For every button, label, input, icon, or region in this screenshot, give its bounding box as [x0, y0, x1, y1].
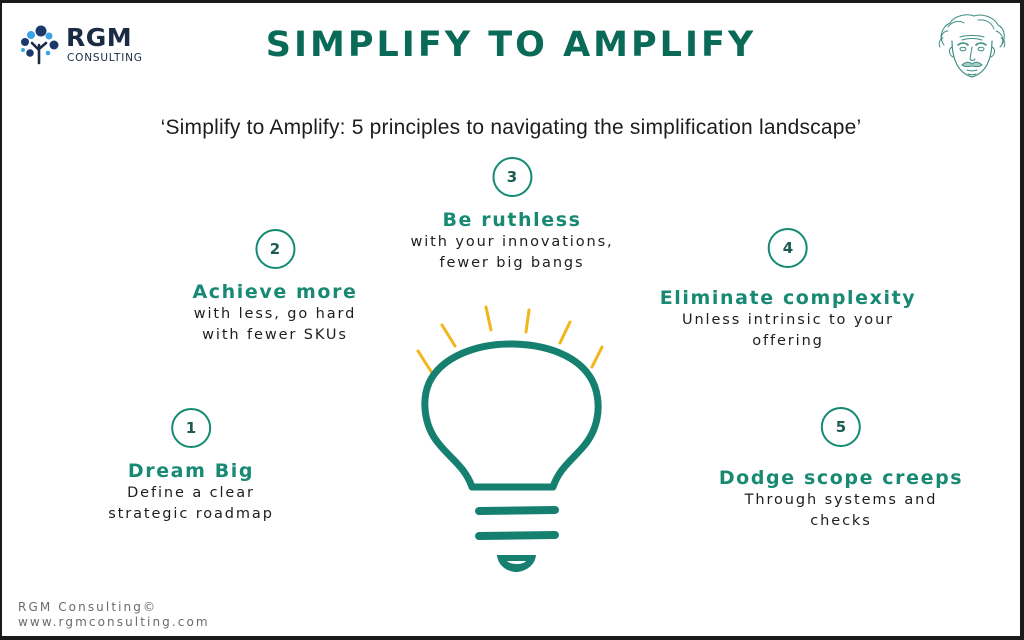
principle-heading: Eliminate complexity	[659, 287, 917, 309]
principle-desc-line-1: Define a clear	[127, 484, 255, 501]
principle-desc-line-2: fewer big bangs	[439, 254, 585, 271]
number-badge: 5	[821, 407, 861, 447]
principle-heading: Achieve more	[192, 281, 358, 303]
principle-4: 4 Eliminate complexity Unless intrinsic …	[660, 228, 917, 352]
principle-desc-line-1: Through systems and	[744, 491, 938, 508]
footer-copyright: RGM Consulting©	[18, 600, 158, 614]
footer-website: www.rgmconsulting.com	[18, 615, 210, 629]
principle-desc-line-1: with less, go hard	[193, 305, 357, 322]
principle-desc-line-2: offering	[752, 332, 824, 349]
principle-desc-line-2: strategic roadmap	[108, 505, 274, 522]
subtitle: ‘Simplify to Amplify: 5 principles to na…	[160, 116, 862, 139]
number-badge: 4	[767, 228, 808, 268]
principle-2: 2 Achieve more with less, go hard with f…	[192, 229, 357, 346]
number-badge: 3	[491, 157, 532, 197]
principle-5: 5 Dodge scope creeps Through systems and…	[719, 407, 963, 532]
principle-heading: Dodge scope creeps	[718, 467, 964, 489]
einstein-sketch-icon	[938, 14, 1006, 78]
principle-desc-line-2: checks	[810, 512, 872, 529]
logo-wordmark: RGM	[66, 22, 133, 52]
principle-desc-line-1: Unless intrinsic to your	[681, 311, 895, 328]
logo-subtext: CONSULTING	[67, 51, 143, 64]
footer: RGM Consulting© www.rgmconsulting.com	[18, 600, 210, 630]
number-badge: 1	[171, 408, 211, 448]
light-rays-icon	[416, 305, 604, 375]
lightbulb-icon	[416, 305, 604, 572]
principle-desc-line-1: with your innovations,	[410, 233, 614, 250]
principle-heading: Be ruthless	[442, 209, 582, 231]
tree-icon	[21, 25, 59, 65]
principle-desc-line-2: with fewer SKUs	[202, 326, 348, 343]
principle-3: 3 Be ruthless with your innovations, few…	[410, 157, 613, 274]
page-title: SIMPLIFY TO AMPLIFY	[265, 25, 757, 65]
principle-1: 1 Dream Big Define a clear strategic roa…	[108, 408, 274, 525]
principle-heading: Dream Big	[127, 460, 255, 482]
number-badge: 2	[255, 229, 295, 269]
rgm-logo: RGM CONSULTING	[18, 23, 143, 65]
